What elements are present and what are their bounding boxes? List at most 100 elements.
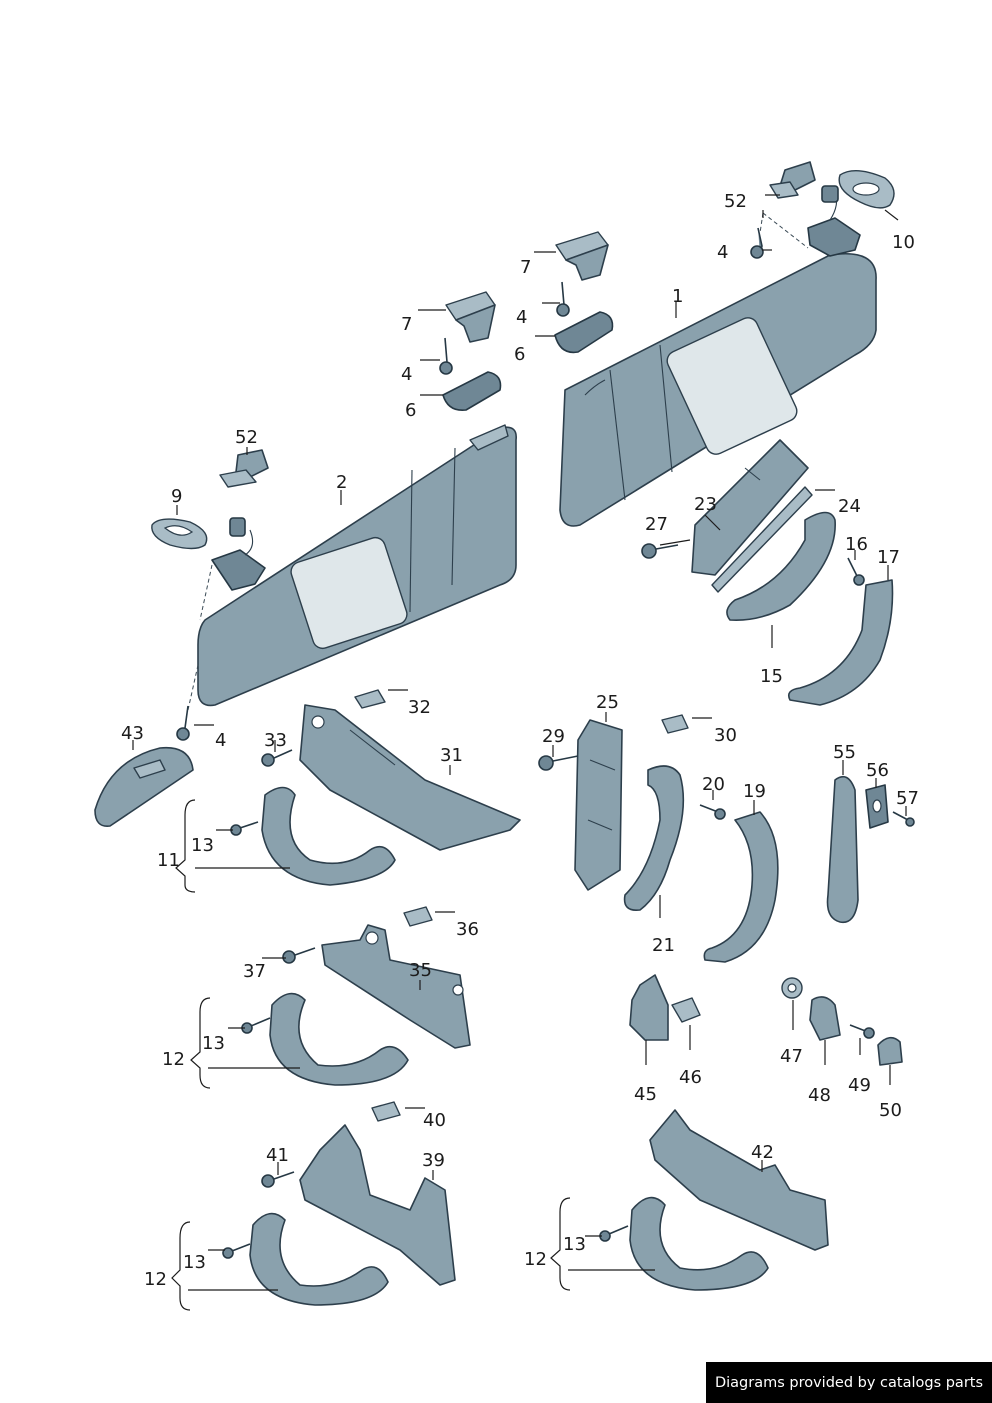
sun-visor-right [559,253,877,527]
screw-4-lower [439,337,453,375]
screw-13-b [241,1017,271,1034]
callout-35: 35 [409,960,432,981]
screw-33 [261,749,293,767]
callout-13-a: 13 [191,835,214,856]
visor-mount-right [807,185,861,257]
callout-12-b: 12 [144,1269,167,1290]
screw-13-a [230,821,259,836]
screw-4-bottom-left [176,705,190,741]
callout-31: 31 [440,745,463,766]
callout-32: 32 [408,697,431,718]
callout-52-right: 52 [724,191,747,212]
callout-1: 1 [672,286,683,307]
leader-lines [132,194,907,1311]
callout-49: 49 [848,1075,871,1096]
callout-43: 43 [121,723,144,744]
screw-4-top-right [750,227,764,259]
screw-20 [699,804,726,820]
screw-4-upper [556,281,570,317]
part-45 [629,974,669,1041]
bracket-31 [299,704,521,851]
callout-16: 16 [845,534,868,555]
callout-39: 39 [422,1150,445,1171]
part-48 [809,996,841,1041]
callout-17: 17 [877,547,900,568]
callout-30: 30 [714,725,737,746]
clip-52-left [219,449,269,488]
handle-12-c [629,1196,769,1291]
handle-12-a [269,992,409,1086]
callout-12-c: 12 [524,1249,547,1270]
sun-visor-left [197,424,517,707]
screw-49 [849,1024,875,1039]
callout-13-b: 13 [202,1033,225,1054]
callout-15: 15 [760,666,783,687]
callout-6-upper: 6 [514,344,525,365]
callout-33: 33 [264,730,287,751]
callout-52-left: 52 [235,427,258,448]
screw-29 [538,755,579,771]
callout-2: 2 [336,472,347,493]
callout-46: 46 [679,1067,702,1088]
callout-12-a: 12 [162,1049,185,1070]
clip-40 [371,1101,401,1122]
handle-15 [726,511,836,622]
visor-mount-left [211,517,266,591]
bracket-23 [691,439,809,576]
clip-52-top [769,161,816,199]
callout-13-c: 13 [183,1252,206,1273]
callout-50: 50 [879,1100,902,1121]
callout-10: 10 [892,232,915,253]
handle-11 [261,786,396,886]
handle-12-b [249,1212,389,1306]
callout-4-upper: 4 [516,307,527,328]
strip-24 [711,486,813,593]
callout-45: 45 [634,1084,657,1105]
credit-banner: Diagrams provided by catalogs parts [706,1362,992,1403]
screw-41 [261,1171,295,1188]
callout-19: 19 [743,781,766,802]
bracket-42 [649,1109,829,1251]
callout-4-left: 4 [215,730,226,751]
screw-27 [641,543,679,559]
callout-25: 25 [596,692,619,713]
cover-6-lower [442,371,502,412]
callout-9: 9 [171,486,182,507]
screw-13-d [599,1225,629,1242]
callout-41: 41 [266,1145,289,1166]
clip-56 [865,784,889,829]
bracket-25 [574,719,623,891]
callout-7-upper: 7 [520,257,531,278]
callout-20: 20 [702,774,725,795]
callout-56: 56 [866,760,889,781]
screw-13-c [222,1243,251,1259]
cover-55 [826,775,859,924]
bracket-39 [299,1124,456,1286]
callout-48: 48 [808,1085,831,1106]
callout-57: 57 [896,788,919,809]
callout-23: 23 [694,494,717,515]
cover-19 [703,811,779,963]
screw-16 [847,557,865,586]
part-46 [671,997,701,1023]
cover-43 [94,746,194,827]
callout-55: 55 [833,742,856,763]
cover-10 [838,170,895,209]
callout-42: 42 [751,1142,774,1163]
callout-labels: 1 2 4 4 4 4 6 6 7 7 9 10 11 12 12 12 13 … [121,191,919,1290]
callout-37: 37 [243,961,266,982]
clip-30 [661,714,689,734]
part-47 [781,977,803,999]
handle-21 [623,765,685,912]
cover-9 [151,518,208,550]
clip-32 [354,689,386,709]
callout-6-lower: 6 [405,400,416,421]
screw-57 [892,811,915,827]
bracket-35 [321,924,471,1049]
callout-47: 47 [780,1046,803,1067]
clip-7-upper [555,231,609,281]
callout-7-lower: 7 [401,314,412,335]
callout-4-right: 4 [717,242,728,263]
